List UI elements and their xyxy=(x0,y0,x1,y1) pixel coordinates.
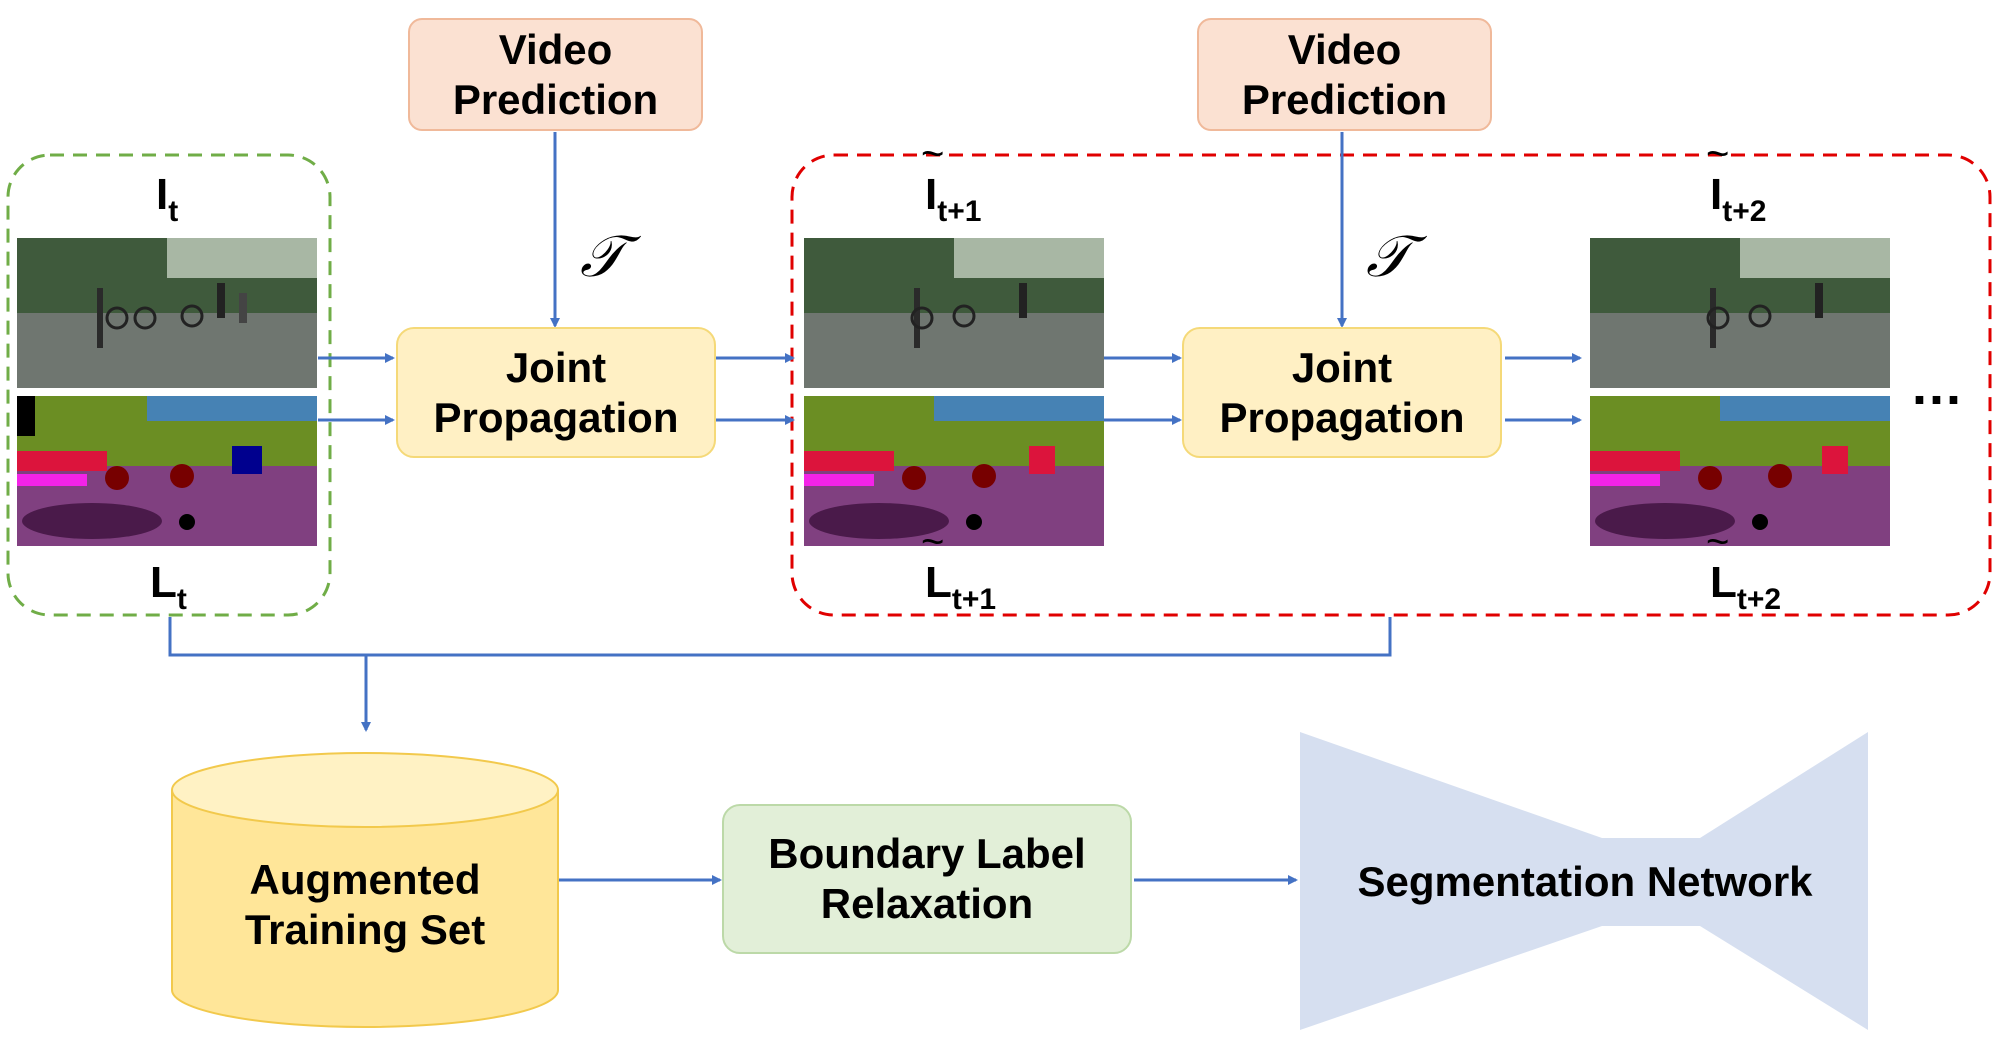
joint-propagation-label-1: Joint Propagation xyxy=(433,343,679,441)
source-frame-group xyxy=(6,153,332,617)
frame-label-Lt1-base: L xyxy=(921,520,952,608)
label-Lt xyxy=(17,396,317,546)
label-Lt1 xyxy=(804,396,1104,546)
boundary-label-relaxation-label: Boundary Label Relaxation xyxy=(768,830,1086,927)
frame-label-It: It xyxy=(156,170,178,229)
frame-label-It1-base: I xyxy=(921,132,945,220)
frame-images xyxy=(17,238,1890,546)
frame-label-Lt: Lt xyxy=(150,558,187,617)
frame-label-Lt2-sub: t+2 xyxy=(1736,583,1782,616)
frame-label-It-sub: t xyxy=(168,195,179,228)
image-It2 xyxy=(1590,238,1890,388)
connector-groups-to-dataset xyxy=(168,617,1392,657)
propagated-frames-group xyxy=(790,153,1992,617)
augmented-training-set-label: Augmented Training Set xyxy=(244,856,486,954)
transform-symbol-1: 𝒯 xyxy=(580,222,625,290)
segmentation-network-shape xyxy=(1300,732,1868,1030)
joint-propagation-box-2: Joint Propagation xyxy=(1182,327,1502,458)
frame-label-It2-sub: t+2 xyxy=(1722,195,1767,228)
image-It1 xyxy=(804,238,1104,388)
frame-label-Lt2: Lt+2 xyxy=(1706,520,1782,617)
video-prediction-box-1: Video Prediction xyxy=(408,18,703,131)
frame-label-Lt1-sub: t+1 xyxy=(951,583,997,616)
frame-label-Lt2-base: L xyxy=(1706,520,1737,608)
joint-propagation-box-1: Joint Propagation xyxy=(396,327,716,458)
transform-symbol-2: 𝒯 xyxy=(1366,222,1411,290)
frame-label-Lt1: Lt+1 xyxy=(921,520,997,617)
video-prediction-box-2: Video Prediction xyxy=(1197,18,1492,131)
frame-label-It2: It+2 xyxy=(1706,132,1767,229)
frame-label-It1: It+1 xyxy=(921,132,982,229)
video-prediction-label-2: Video Prediction xyxy=(1241,25,1448,123)
frame-label-It2-base: I xyxy=(1706,132,1730,220)
boundary-label-relaxation-box: Boundary Label Relaxation xyxy=(722,804,1132,954)
label-Lt2 xyxy=(1590,396,1890,546)
segmentation-network-label: Segmentation Network xyxy=(1357,858,1813,905)
augmented-training-set-cylinder xyxy=(171,752,559,1028)
frame-label-Lt-base: L xyxy=(150,558,177,607)
video-prediction-label-1: Video Prediction xyxy=(452,25,659,123)
joint-propagation-label-2: Joint Propagation xyxy=(1219,343,1465,441)
frame-label-It1-sub: t+1 xyxy=(937,195,982,228)
continuation-ellipsis: ... xyxy=(1912,356,1964,416)
frame-label-Lt-sub: t xyxy=(176,583,187,616)
frame-label-It-base: I xyxy=(156,170,169,219)
image-It xyxy=(17,238,317,388)
